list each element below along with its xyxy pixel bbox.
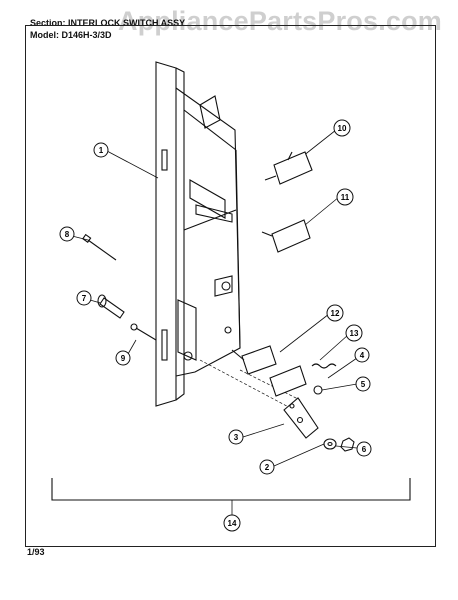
callout-13: 13	[345, 324, 363, 342]
watermark-logo: AppliancePartsPros.com	[118, 6, 443, 36]
callout-10: 10	[333, 119, 351, 137]
lever-part-3	[283, 397, 319, 439]
svg-text:3: 3	[234, 433, 239, 442]
svg-text:8: 8	[65, 230, 70, 239]
switch-part-11	[261, 219, 311, 253]
spring-part-4	[311, 363, 337, 369]
svg-text:4: 4	[360, 351, 365, 360]
nut-part-5	[313, 385, 323, 395]
diagram-frame	[25, 25, 436, 547]
model-label: Model: D146H-3/3D	[30, 30, 112, 40]
callout-8: 8	[59, 226, 75, 242]
switch-part-13	[269, 365, 307, 397]
svg-text:6: 6	[362, 445, 367, 454]
screw-part-8	[82, 233, 117, 261]
svg-text:13: 13	[350, 329, 359, 338]
screw-part-9	[130, 323, 157, 341]
callout-9: 9	[115, 350, 131, 366]
callout-14: 14	[223, 514, 241, 532]
svg-text:10: 10	[338, 124, 347, 133]
svg-text:1: 1	[99, 146, 104, 155]
washer-part-2	[323, 438, 337, 450]
callout-7: 7	[76, 290, 92, 306]
svg-text:12: 12	[331, 309, 340, 318]
svg-text:9: 9	[121, 354, 126, 363]
svg-text:14: 14	[228, 519, 237, 528]
svg-text:7: 7	[82, 294, 87, 303]
callout-4: 4	[354, 347, 370, 363]
svg-text:11: 11	[341, 193, 350, 202]
callout-1: 1	[93, 142, 109, 158]
switch-part-10	[264, 151, 313, 185]
callouts: 1 8 7 9 10 11 12 13 4 5 3 2 6 14	[59, 119, 372, 532]
revision-date: 1/93	[27, 547, 45, 557]
assembly-bracket-14	[51, 478, 411, 501]
spacer-part-7	[97, 294, 125, 319]
callout-3: 3	[228, 429, 244, 445]
callout-11: 11	[336, 188, 354, 206]
svg-text:2: 2	[265, 463, 270, 472]
interlock-bracket	[155, 61, 241, 407]
switch-part-12	[231, 345, 277, 375]
nut-part-6	[340, 437, 355, 452]
callout-5: 5	[355, 376, 371, 392]
svg-text:5: 5	[361, 380, 366, 389]
callout-12: 12	[326, 304, 344, 322]
section-title: Section: INTERLOCK SWITCH ASSY	[30, 18, 186, 28]
callout-6: 6	[356, 441, 372, 457]
callout-2: 2	[259, 459, 275, 475]
